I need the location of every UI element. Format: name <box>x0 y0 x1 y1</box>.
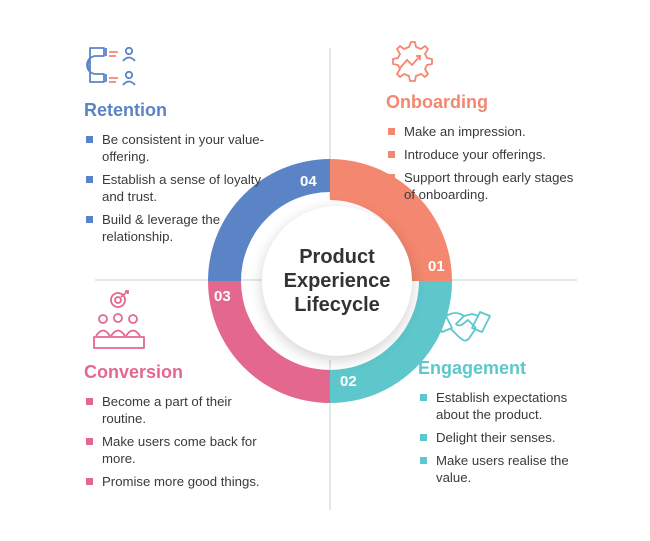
vertical-divider-bottom <box>329 360 331 510</box>
handshake-icon <box>433 311 491 342</box>
vertical-divider-top <box>329 48 331 198</box>
list-item: Make users realise the value. <box>418 452 596 486</box>
center-title-line-2: Experience <box>283 270 391 292</box>
stage-number-02: 02 <box>340 373 357 390</box>
center-title-line-1: Product <box>299 246 375 268</box>
stage-conversion: Conversion Become a part of their routin… <box>84 362 264 496</box>
list-item: Be consistent in your value-offering. <box>84 131 264 165</box>
arc-onboarding-outer <box>330 159 452 281</box>
stage-list-onboarding: Make an impression. Introduce your offer… <box>386 123 576 203</box>
list-item: Make users come back for more. <box>84 433 264 467</box>
stage-list-engagement: Establish expectations about the product… <box>418 389 596 486</box>
stage-onboarding: Onboarding Make an impression. Introduce… <box>386 92 576 209</box>
stage-number-01: 01 <box>428 258 445 275</box>
magnet-users-icon <box>86 46 136 86</box>
list-item: Promise more good things. <box>84 473 264 490</box>
arc-engagement <box>330 281 452 403</box>
center-title-line-3: Lifecycle <box>294 294 380 316</box>
arc-onboarding <box>330 190 421 281</box>
list-item: Introduce your offerings. <box>386 146 576 163</box>
stage-list-conversion: Become a part of their routine. Make use… <box>84 393 264 490</box>
stage-title-conversion: Conversion <box>84 362 184 382</box>
gear-growth-icon <box>392 41 433 82</box>
list-item: Delight their senses. <box>418 429 596 446</box>
list-item: Establish a sense of loyalty and trust. <box>84 171 264 205</box>
arc-retention <box>208 159 330 281</box>
list-item: Establish expectations about the product… <box>418 389 596 423</box>
stage-retention: Retention Be consistent in your value-of… <box>84 100 264 251</box>
list-item: Make an impression. <box>386 123 576 140</box>
horizontal-divider-left <box>95 279 265 281</box>
list-item: Become a part of their routine. <box>84 393 264 427</box>
arc-conversion <box>208 281 330 403</box>
stage-number-04: 04 <box>300 173 317 190</box>
stage-title-onboarding: Onboarding <box>386 92 488 112</box>
horizontal-divider-right <box>412 279 577 281</box>
list-item: Support through early stages of onboardi… <box>386 169 576 203</box>
stage-number-03: 03 <box>214 288 231 305</box>
center-title: Product Experience Lifecycle <box>262 206 412 356</box>
list-item: Build & leverage the relationship. <box>84 211 264 245</box>
stage-list-retention: Be consistent in your value-offering. Es… <box>84 131 264 245</box>
stage-engagement: Engagement Establish expectations about … <box>418 358 596 492</box>
stage-title-retention: Retention <box>84 100 167 120</box>
stage-title-engagement: Engagement <box>418 358 527 378</box>
team-target-icon <box>93 290 145 349</box>
